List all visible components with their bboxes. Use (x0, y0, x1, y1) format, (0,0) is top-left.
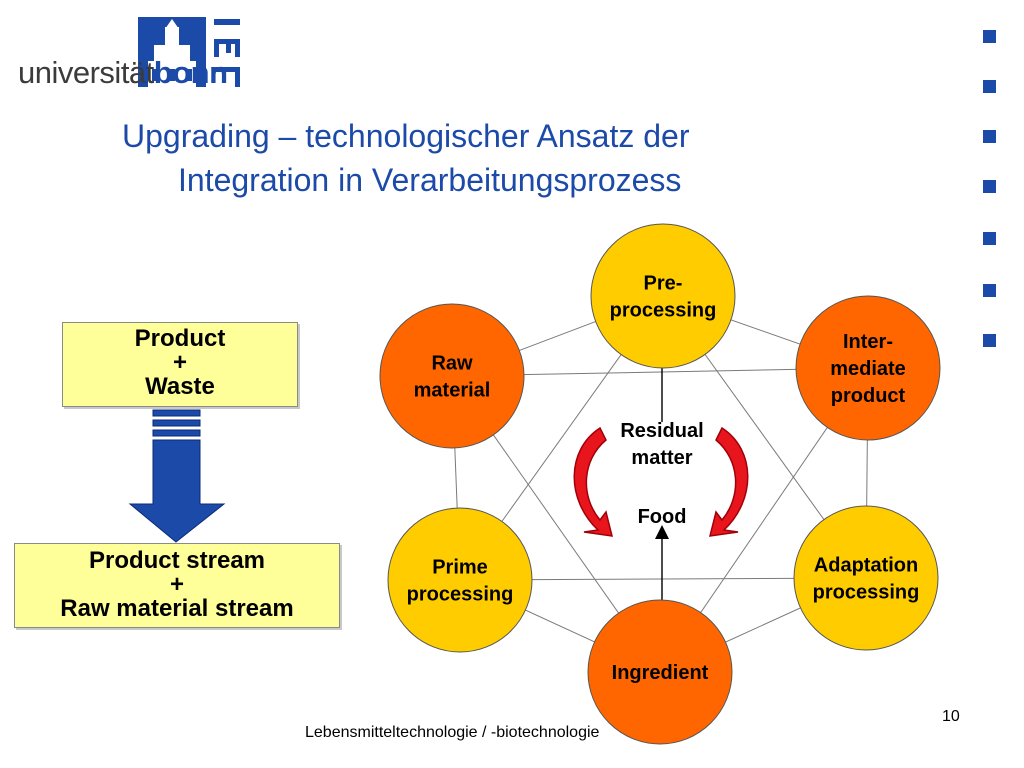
left-curved-arrow (573, 426, 613, 537)
bullet-square (983, 80, 996, 93)
node-label-raw: material (414, 380, 491, 402)
center-labels: Residual matter Food (620, 420, 703, 528)
slide-title: Upgrading – technologischer Ansatz der I… (122, 114, 882, 202)
node-pre: Pre-processing (590, 223, 736, 369)
node-label-inter: mediate (830, 358, 906, 380)
title-line-2: Integration in Verarbeitungsprozess (178, 162, 682, 198)
bullet-square (983, 130, 996, 143)
page-number: 10 (942, 708, 960, 725)
node-label-adapt: Adaptation (814, 555, 918, 577)
node-label-adapt: processing (813, 582, 920, 604)
bullet-square (983, 232, 996, 245)
node-prime: Prime processing (387, 507, 533, 653)
bullet-square (983, 30, 996, 43)
node-label-prime: Prime (432, 557, 488, 579)
node-label-ingredient: Ingredient (612, 662, 709, 684)
node-circle-inter (795, 295, 941, 441)
node-label-pre: Pre- (644, 273, 683, 295)
university-logo-text: universitätbonn (18, 55, 228, 90)
network-nodes: Pre-processingInter-mediateproductAdapta… (379, 223, 941, 745)
node-label-raw: Raw (431, 353, 473, 375)
down-arrow (128, 409, 226, 543)
food-label: Food (638, 506, 687, 528)
node-circle-ingredient (587, 599, 733, 745)
node-ingredient: Ingredient (587, 599, 733, 745)
box-line: Product stream (88, 547, 266, 574)
box-line: + (169, 571, 184, 598)
node-raw: Raw material (379, 303, 525, 449)
box-line: Raw material stream (60, 595, 294, 622)
node-adapt: Adaptation processing (793, 505, 939, 651)
product-raw-material-stream-box: Product stream + Raw material stream (14, 543, 340, 628)
residual-matter-label-2: matter (631, 447, 692, 469)
bullet-square (983, 180, 996, 193)
box-line: + (172, 349, 187, 376)
node-label-inter: product (831, 385, 906, 407)
bullet-square (983, 284, 996, 297)
red-cycle-arrows (573, 426, 749, 537)
box-line: Waste (145, 373, 215, 400)
university-seal-logo (138, 17, 240, 87)
node-label-pre: processing (610, 300, 717, 322)
node-inter: Inter-mediate product (795, 295, 941, 441)
node-circle-adapt (793, 505, 939, 651)
product-waste-box: Product + Waste (62, 322, 298, 407)
node-circle-raw (379, 303, 525, 449)
node-label-prime: processing (407, 584, 514, 606)
footer-text: Lebensmitteltechnologie / -biotechnologi… (305, 724, 600, 741)
node-circle-prime (387, 507, 533, 653)
title-line-1: Upgrading – technologischer Ansatz der (122, 118, 690, 154)
bullet-square (983, 334, 996, 347)
residual-matter-label-1: Residual (620, 420, 703, 442)
right-curved-arrow (709, 426, 749, 537)
iel-letters (214, 19, 240, 87)
node-label-inter: Inter- (843, 331, 893, 353)
node-circle-pre (590, 223, 736, 369)
box-line: Product (134, 325, 226, 352)
